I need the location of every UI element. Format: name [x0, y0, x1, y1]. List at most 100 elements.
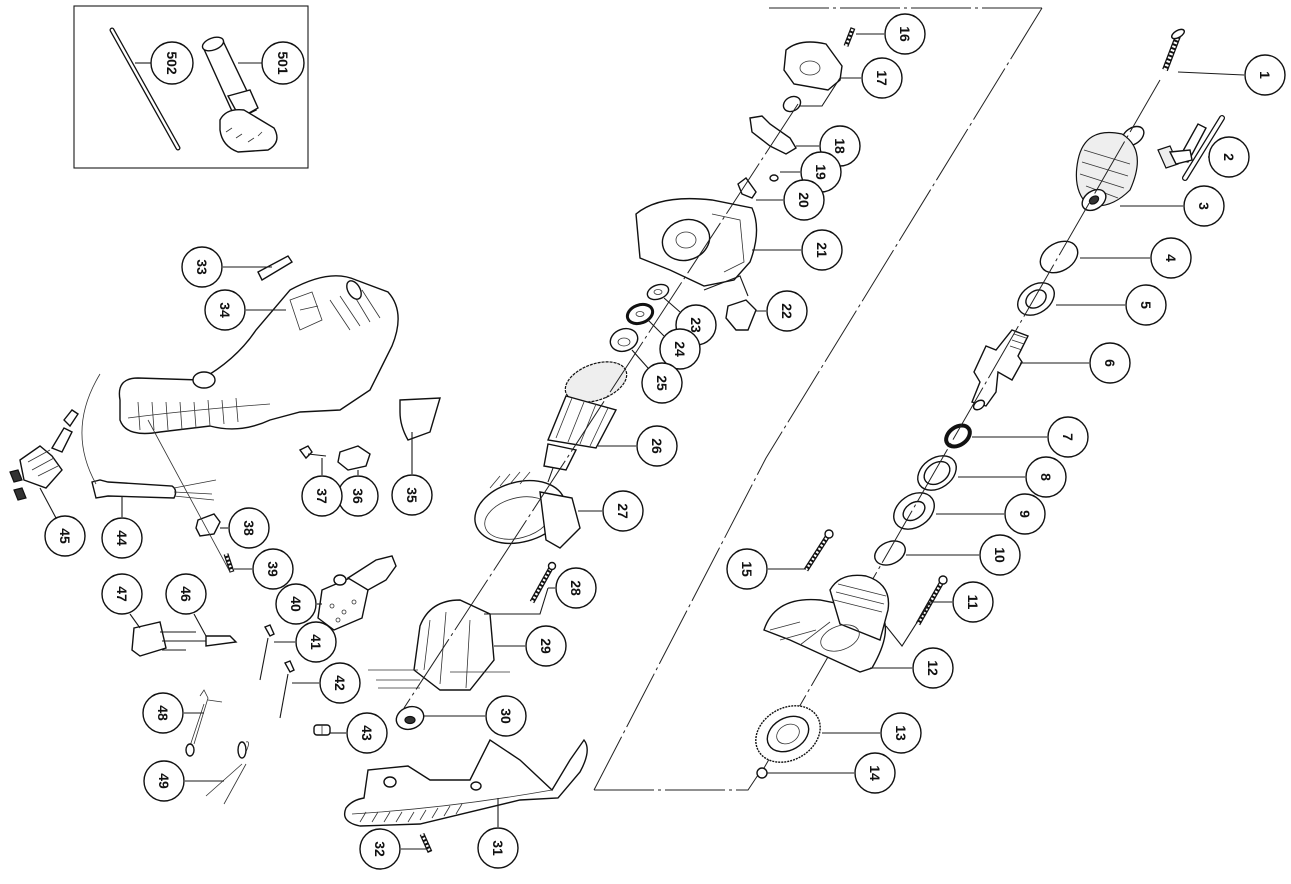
part-5-bearing [1017, 282, 1055, 316]
accessory-box [73, 5, 309, 169]
part-35-label [399, 397, 441, 441]
callout-number: 42 [332, 675, 348, 691]
callout-circle [252, 548, 294, 590]
callout-number: 6 [1102, 359, 1118, 367]
leader-line-25 [631, 349, 649, 369]
callout-30: 30 [485, 695, 527, 737]
leader-line-22 [703, 275, 766, 312]
part-4-snap-ring [1039, 240, 1079, 274]
callout-circle [101, 573, 143, 615]
callout-circle [143, 760, 185, 802]
part-41-brush-lead [259, 624, 275, 681]
part-45-plug [9, 409, 79, 501]
callout-circle [801, 229, 843, 271]
callout-15: 15 [726, 548, 768, 590]
callout-24: 24 [659, 328, 701, 370]
callout-33: 33 [181, 246, 223, 288]
callout-22: 22 [766, 290, 808, 332]
part-2-chuck-key [1157, 115, 1225, 181]
callout-number: 39 [265, 561, 281, 577]
callout-1: 1 [1244, 54, 1286, 96]
callout-number: 26 [649, 438, 665, 454]
callout-number: 41 [308, 634, 324, 650]
callout-11: 11 [952, 581, 994, 623]
part-42-brush-lead [279, 660, 295, 719]
assembly-frame [593, 7, 1043, 791]
callout-4: 4 [1150, 237, 1192, 279]
callout-3: 3 [1183, 185, 1225, 227]
callout-circle [884, 13, 926, 55]
part-23-washer [646, 283, 670, 301]
callout-38: 38 [228, 507, 270, 549]
callout-number: 23 [688, 317, 704, 333]
callout-number: 27 [615, 503, 631, 519]
axis-line-motor [403, 103, 799, 709]
part-44-cord-guard [81, 373, 217, 501]
callout-number: 38 [241, 520, 257, 536]
callout-number: 22 [779, 303, 795, 319]
callout-number: 3 [1196, 202, 1212, 210]
leader-housing-clamp [147, 419, 231, 573]
part-28-screw [529, 561, 557, 604]
callout-number: 1 [1257, 71, 1273, 79]
callout-number: 15 [739, 561, 755, 577]
callout-number: 40 [288, 596, 304, 612]
callout-36: 36 [337, 475, 379, 517]
callout-circle [165, 573, 207, 615]
leader-line-45 [39, 487, 57, 519]
callout-number: 2 [1221, 153, 1237, 161]
callout-number: 32 [372, 841, 388, 857]
part-25-bearing [609, 327, 639, 353]
callout-circle [1004, 493, 1046, 535]
callout-circle [525, 625, 567, 667]
callout-circle [602, 490, 644, 532]
part-7-ring [944, 423, 972, 449]
callout-41: 41 [295, 621, 337, 663]
part-40-switch [317, 555, 397, 631]
callout-number: 9 [1017, 510, 1033, 518]
callout-number: 46 [178, 586, 194, 602]
callout-number: 502 [164, 51, 180, 75]
callout-27: 27 [602, 490, 644, 532]
callout-46: 46 [165, 573, 207, 615]
callout-number: 24 [672, 341, 688, 357]
callout-circle [1025, 456, 1067, 498]
callout-number: 16 [897, 26, 913, 42]
callout-circle [346, 712, 388, 754]
callout-number: 21 [814, 242, 830, 258]
callout-circle [1244, 54, 1286, 96]
callout-circle [641, 362, 683, 404]
part-30-bearing [395, 705, 425, 731]
callout-circle [636, 425, 678, 467]
callout-circle [1208, 136, 1250, 178]
callout-circle [228, 507, 270, 549]
callout-17: 17 [861, 57, 903, 99]
callout-circle [861, 57, 903, 99]
callout-44: 44 [101, 517, 143, 559]
leader-line-46 [193, 613, 207, 637]
callout-31: 31 [477, 827, 519, 869]
callout-13: 13 [880, 712, 922, 754]
callout-number: 30 [498, 708, 514, 724]
callout-43: 43 [346, 712, 388, 754]
callout-16: 16 [884, 13, 926, 55]
callout-number: 47 [114, 586, 130, 602]
callout-number: 11 [965, 595, 981, 610]
callout-number: 34 [217, 302, 233, 318]
callout-circle [142, 692, 184, 734]
part-3-chuck [1075, 125, 1145, 212]
callout-25: 25 [641, 362, 683, 404]
callout-circle [659, 328, 701, 370]
callout-45: 45 [44, 515, 86, 557]
callout-number: 19 [813, 164, 829, 180]
callout-circle [359, 828, 401, 870]
callout-circle [1089, 342, 1131, 384]
part-31-housing-half [343, 738, 588, 827]
callout-circle [181, 246, 223, 288]
callout-number: 43 [359, 725, 375, 741]
part-20-clip [737, 177, 757, 199]
callout-9: 9 [1004, 493, 1046, 535]
callout-49: 49 [143, 760, 185, 802]
callout-32: 32 [359, 828, 401, 870]
